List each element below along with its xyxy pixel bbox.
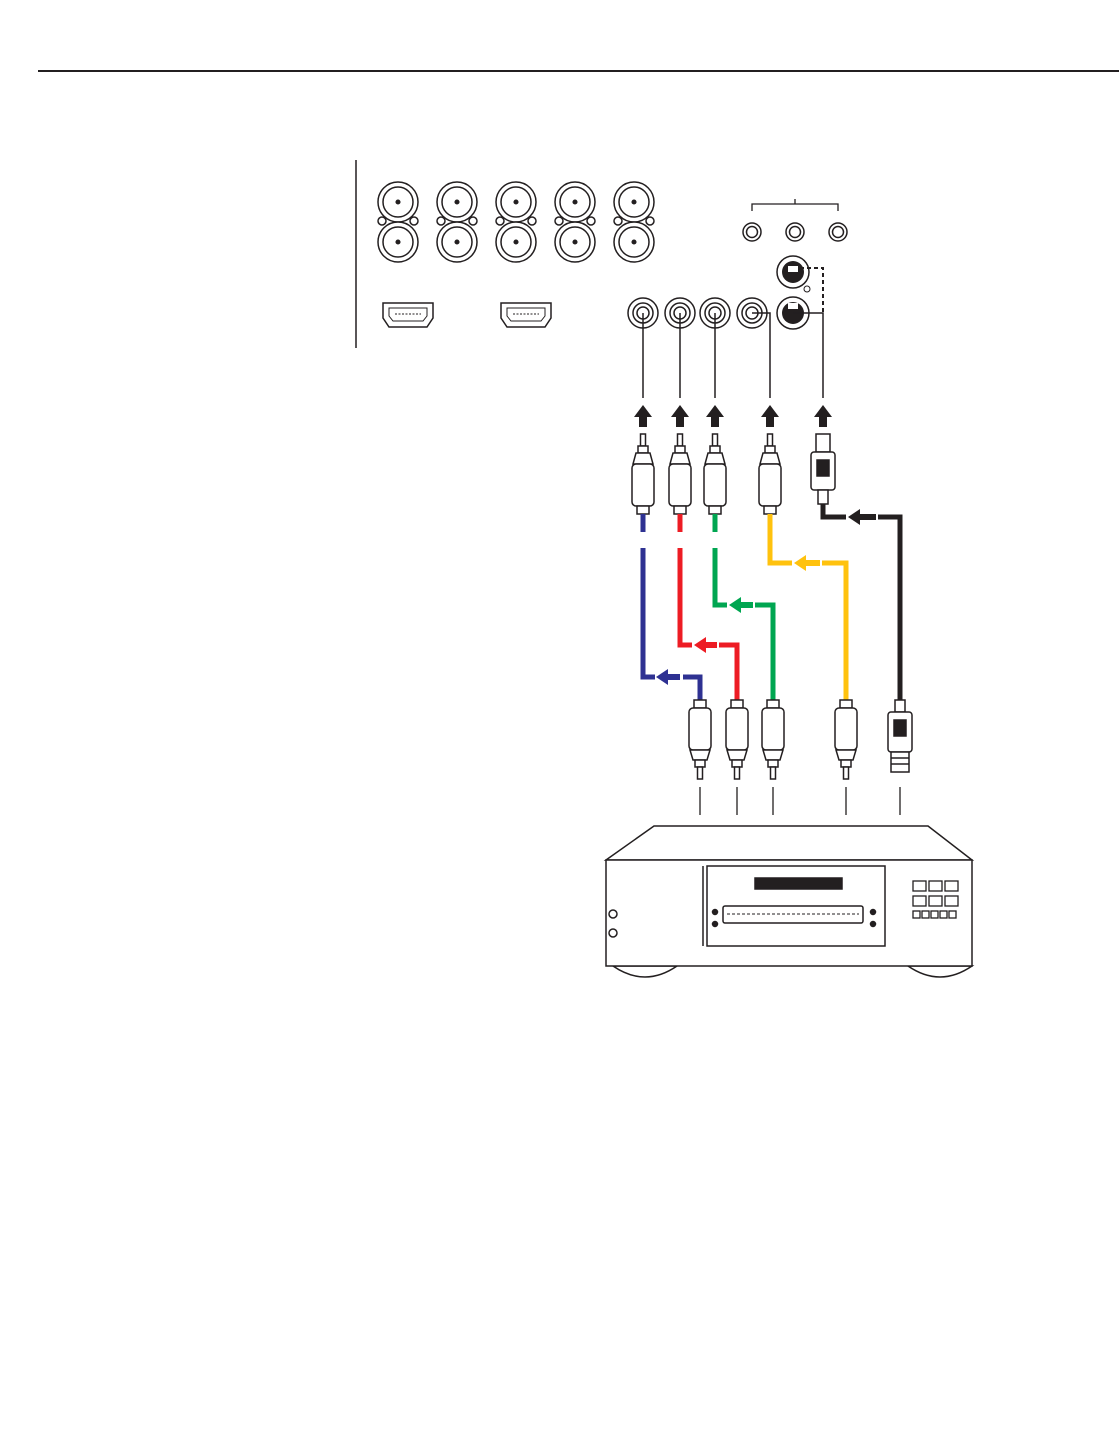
display-bar (755, 878, 842, 889)
cable-blue (683, 677, 700, 700)
lower-plugs (689, 700, 912, 779)
s-video-jack-group (777, 256, 823, 329)
rca-plug-icon (669, 434, 691, 514)
bnc-column-5 (614, 182, 654, 262)
rca-plug-icon (835, 700, 857, 779)
cable-red (719, 645, 737, 700)
arrow-up-icon (706, 405, 724, 427)
s-video-jack-1-icon (777, 256, 810, 292)
s-video-plug-icon (888, 700, 912, 772)
rca-plug-icon (759, 434, 781, 514)
rca-jack-group (628, 298, 767, 328)
bnc-column-2 (437, 182, 477, 262)
cable-blue (643, 548, 655, 677)
rca-plug-icon (632, 434, 654, 514)
rca-plug-icon (762, 700, 784, 779)
rca-plug-icon (704, 434, 726, 514)
bnc-column-4 (555, 182, 595, 262)
arrow-up-icon (814, 405, 832, 427)
rca-plug-icon (689, 700, 711, 779)
player-foot (908, 966, 972, 977)
player-leads (700, 787, 900, 815)
hdmi-port-1-icon (383, 303, 433, 327)
cable-yellow (822, 563, 846, 700)
power-button-icon (609, 910, 617, 918)
cable-arrows (656, 509, 876, 685)
player-top (606, 826, 972, 860)
s-video-plug-icon (811, 434, 835, 504)
cable-black (823, 504, 846, 517)
eject-button-icon (609, 929, 617, 937)
cable-green (755, 605, 773, 700)
arrow-left-icon (794, 555, 820, 571)
arrow-left-icon (694, 637, 717, 653)
bnc-column-1 (378, 182, 418, 262)
arrow-up-icon (634, 405, 652, 427)
bnc-column-3 (496, 182, 536, 262)
dvd-player-icon (606, 826, 972, 977)
player-foot (613, 966, 677, 977)
arrow-left-icon (656, 669, 680, 685)
audio-jack-group (743, 199, 847, 241)
cable-red (680, 548, 692, 645)
control-buttons (913, 881, 958, 918)
rear-panel (356, 160, 847, 348)
bnc-connector-group (378, 182, 654, 262)
upper-plugs (632, 434, 835, 514)
arrow-left-icon (848, 509, 876, 525)
arrow-up-icon (671, 405, 689, 427)
arrow-up-icon (761, 405, 779, 427)
up-arrows (634, 405, 832, 427)
cable-black (878, 517, 900, 700)
cables (643, 504, 900, 700)
hdmi-port-2-icon (501, 303, 551, 327)
rca-plug-icon (726, 700, 748, 779)
cable-green (715, 548, 727, 605)
cable-yellow (770, 514, 792, 563)
arrow-left-icon (729, 597, 753, 613)
